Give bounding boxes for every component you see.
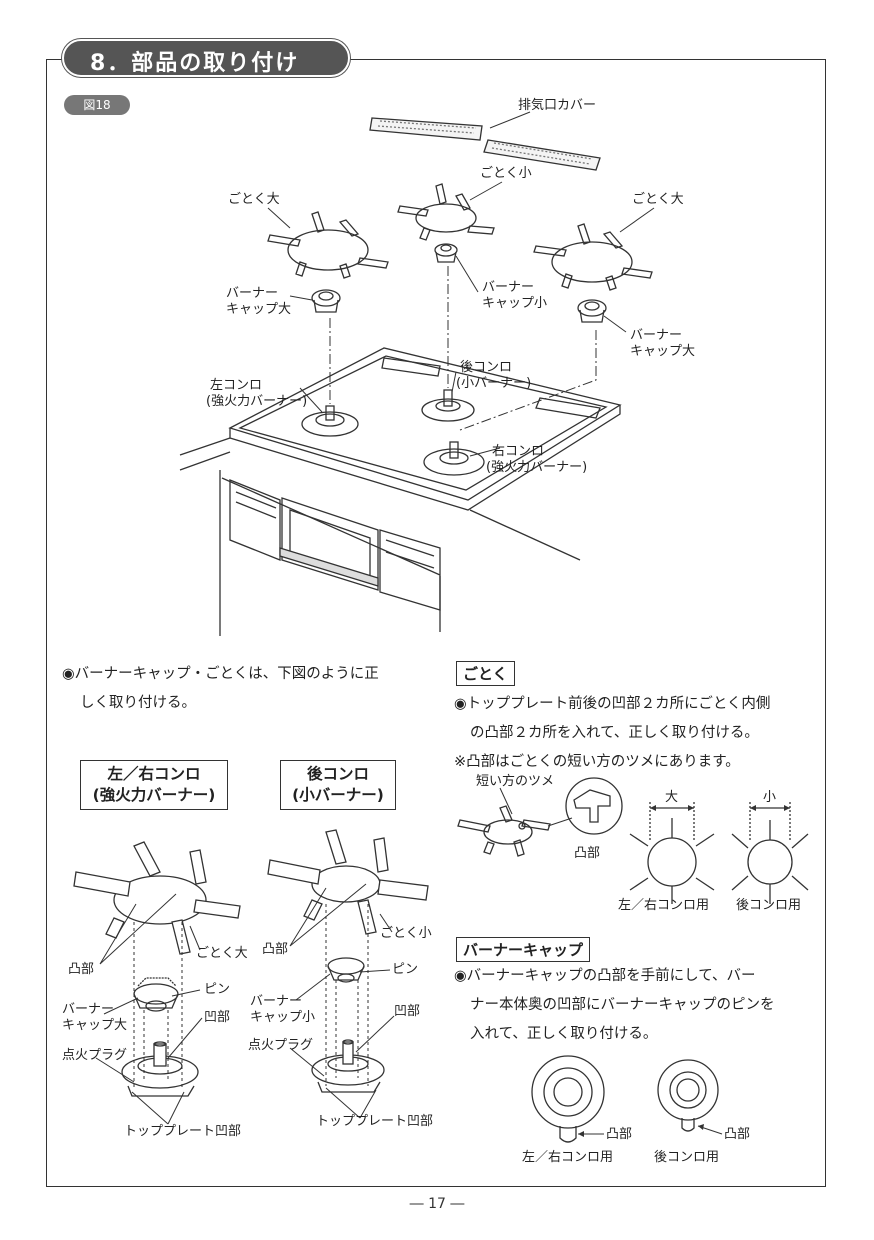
top-plate-illustration [179, 347, 622, 636]
left-projection-label: 凸部 [68, 962, 95, 977]
page-number: ― 17 ― [409, 1196, 465, 1212]
trivet-projection-label: 凸部 [574, 846, 601, 861]
figure-tag: 図18 [64, 95, 130, 115]
right-burner-label: 右コンロ (強火力バーナー) [486, 444, 588, 476]
left-burner-label: 左コンロ (強火力バーナー) [206, 378, 308, 410]
cap-detail-illustration [531, 1055, 719, 1143]
burner-rear-illustration [421, 389, 475, 422]
trivet-large-right-label: ごとく大 [632, 192, 684, 207]
right-cap-illustration [327, 957, 365, 983]
left-pin-label: ピン [204, 982, 231, 997]
left-detail-heading: 左／右コンロ (強火力バーナー) [80, 760, 228, 810]
trivet-heading: ごとく [456, 661, 515, 686]
cap-heading: バーナーキャップ [456, 937, 591, 962]
cap-instruction: ◉バーナーキャップの凸部を手前にして、バー ナー本体奥の凹部にバーナーキャップの… [454, 968, 775, 1042]
cap-small-illustration [434, 243, 458, 263]
cap-left-right-use: 左／右コンロ用 [522, 1150, 614, 1165]
short-claw-label: 短い方のツメ [476, 774, 555, 789]
trivet-small-illustration [397, 183, 495, 241]
right-projection-label: 凸部 [262, 942, 289, 957]
right-ignition-label: 点火プラグ [248, 1038, 314, 1053]
trivet-large-left-label: ごとく大 [228, 192, 280, 207]
trivet-small-label: ごとく小 [480, 166, 532, 181]
cap-large-left-illustration [311, 289, 341, 313]
left-recess-label: 凹部 [204, 1010, 231, 1025]
right-cap-label: バーナー キャップ小 [250, 994, 316, 1026]
left-burner-base-illustration [121, 1041, 199, 1097]
cap-rear-use: 後コンロ用 [654, 1150, 720, 1165]
right-trivet-label: ごとく小 [380, 926, 432, 941]
left-cap-illustration [133, 977, 179, 1012]
trivet-instruction: ◉トッププレート前後の凹部２カ所にごとく内側 の凸部２カ所を入れて、正しく取り付… [454, 696, 771, 770]
trivet-rear-use: 後コンロ用 [736, 898, 802, 913]
exhaust-cover-illustration [369, 117, 601, 171]
exhaust-cover-label: 排気口カバー [518, 98, 597, 113]
trivet-large-left-illustration [267, 211, 389, 279]
burner-right-illustration [423, 441, 485, 476]
right-trivet-illustration [267, 829, 429, 935]
left-top-recess-label: トッププレート凹部 [124, 1124, 242, 1139]
trivet-large-right-illustration [533, 223, 653, 291]
right-pin-label: ピン [392, 962, 419, 977]
left-trivet-label: ごとく大 [196, 946, 248, 961]
burner-left-illustration [301, 405, 359, 437]
trivet-left-right-use: 左／右コンロ用 [618, 898, 710, 913]
large-gauge-label: 大 [665, 790, 679, 805]
trivet-detail-illustration [457, 777, 623, 857]
cap-large-right-label: バーナー キャップ大 [630, 328, 696, 360]
right-recess-label: 凹部 [394, 1004, 421, 1019]
right-detail-heading: 後コンロ (小バーナー) [280, 760, 396, 810]
right-top-recess-label: トッププレート凹部 [316, 1114, 434, 1129]
cap-small-label: バーナー キャップ小 [482, 280, 548, 312]
cap-large-left-label: バーナー キャップ大 [226, 286, 292, 318]
trivet-size-diagrams [629, 802, 809, 904]
left-cap-label: バーナー キャップ大 [62, 1002, 128, 1034]
cap-projection-a-label: 凸部 [606, 1127, 633, 1142]
right-burner-base-illustration [311, 1039, 385, 1093]
cooktop-diagram [179, 111, 655, 636]
cap-large-right-illustration [577, 299, 607, 323]
general-instruction: ◉バーナーキャップ・ごとくは、下図のように正 しく取り付ける。 [62, 666, 379, 711]
section-title: 8．部品の取り付け [62, 39, 350, 77]
small-gauge-label: 小 [763, 790, 777, 805]
left-trivet-illustration [73, 841, 241, 955]
left-ignition-label: 点火プラグ [62, 1048, 128, 1063]
rear-burner-label: 後コンロ (小バーナー) [456, 360, 532, 392]
cap-projection-b-label: 凸部 [724, 1127, 751, 1142]
page-frame [46, 59, 826, 1187]
